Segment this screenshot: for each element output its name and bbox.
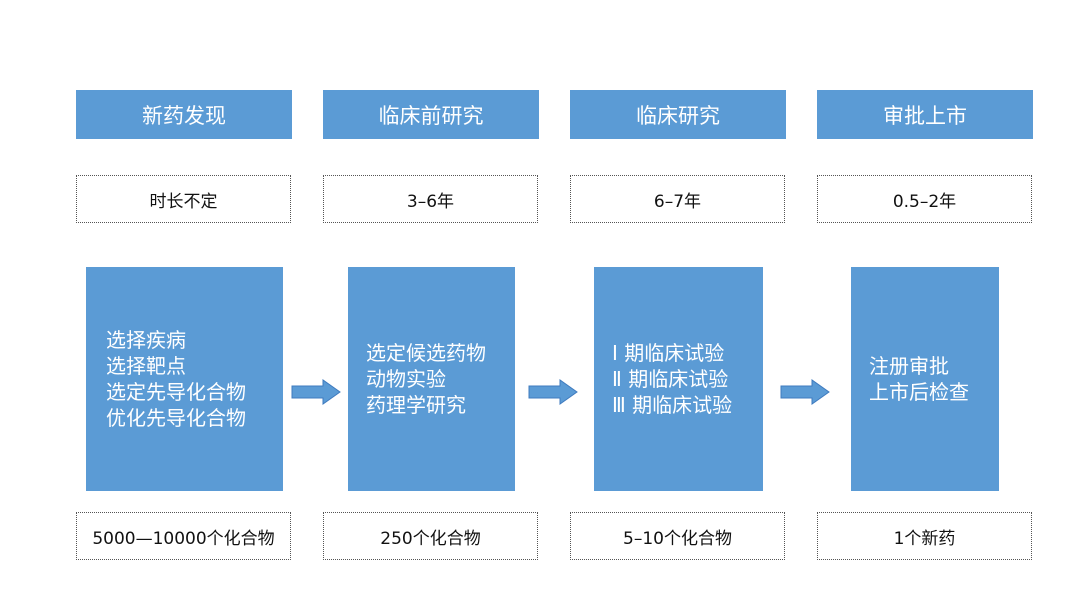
activity-box-clinical: Ⅰ 期临床试验 Ⅱ 期临床试验 Ⅲ 期临床试验 [594, 267, 763, 491]
activity-item: Ⅱ 期临床试验 [612, 367, 729, 391]
activity-list: 选定候选药物 动物实验 药理学研究 [366, 340, 486, 418]
stage-header-preclinical: 临床前研究 [323, 90, 539, 139]
activity-item: 选定候选药物 [366, 341, 486, 365]
activity-item: 上市后检查 [869, 380, 969, 404]
activity-list: Ⅰ 期临床试验 Ⅱ 期临床试验 Ⅲ 期临床试验 [612, 340, 732, 418]
duration-preclinical: 3–6年 [323, 175, 538, 223]
activity-item: Ⅰ 期临床试验 [612, 341, 725, 365]
count-preclinical: 250个化合物 [323, 512, 538, 560]
activity-list: 选择疾病 选择靶点 选定先导化合物 优化先导化合物 [106, 327, 246, 431]
activity-item: 选定先导化合物 [106, 380, 246, 404]
duration-discovery: 时长不定 [76, 175, 291, 223]
duration-clinical: 6–7年 [570, 175, 785, 223]
activity-item: 选择疾病 [106, 328, 186, 352]
count-approval: 1个新药 [817, 512, 1032, 560]
right-arrow-icon [528, 379, 578, 405]
activity-list: 注册审批 上市后检查 [869, 353, 969, 405]
activity-box-approval: 注册审批 上市后检查 [851, 267, 999, 491]
count-discovery: 5000—10000个化合物 [76, 512, 291, 560]
stage-header-discovery: 新药发现 [76, 90, 292, 139]
activity-item: 注册审批 [869, 354, 949, 378]
right-arrow-icon [291, 379, 341, 405]
activity-box-preclinical: 选定候选药物 动物实验 药理学研究 [348, 267, 515, 491]
duration-approval: 0.5–2年 [817, 175, 1032, 223]
activity-item: 药理学研究 [366, 393, 466, 417]
activity-item: 动物实验 [366, 367, 446, 391]
stage-header-clinical: 临床研究 [570, 90, 786, 139]
activity-item: 选择靶点 [106, 354, 186, 378]
activity-box-discovery: 选择疾病 选择靶点 选定先导化合物 优化先导化合物 [86, 267, 283, 491]
right-arrow-icon [780, 379, 830, 405]
activity-item: Ⅲ 期临床试验 [612, 393, 733, 417]
count-clinical: 5–10个化合物 [570, 512, 785, 560]
activity-item: 优化先导化合物 [106, 406, 246, 430]
stage-header-approval: 审批上市 [817, 90, 1033, 139]
